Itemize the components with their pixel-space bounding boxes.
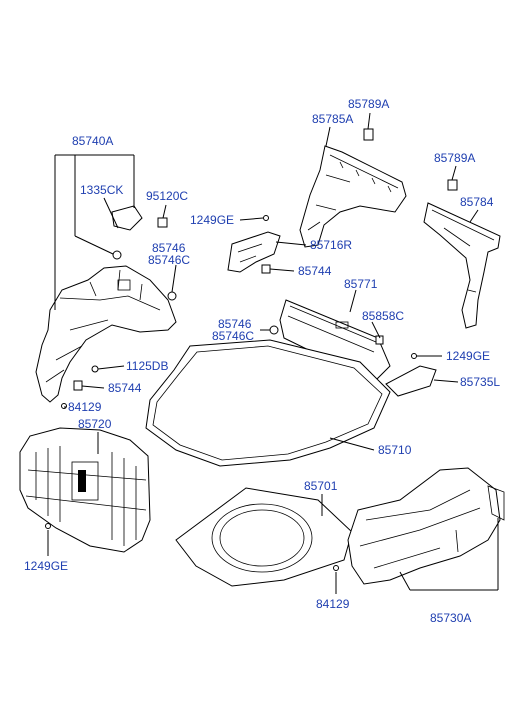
part-85720-panel — [19, 427, 151, 553]
part-84129-bottom-plug — [333, 565, 339, 571]
part-85744-mid-clip — [261, 264, 271, 274]
part-85746-clip-mid — [269, 325, 279, 335]
part-labels: 85789A 85785A 85789A 85784 85740A 1335CK… — [24, 97, 500, 625]
label-85744-mid: 85744 — [298, 264, 332, 278]
part-1335CK-bracket — [111, 205, 143, 231]
label-85789A-top: 85789A — [348, 97, 389, 111]
part-84129-left-plug — [61, 403, 67, 409]
part-85789A-clip-right — [447, 179, 458, 191]
label-85716R: 85716R — [310, 238, 352, 252]
label-1249GE-left: 1249GE — [24, 559, 68, 573]
label-85701: 85701 — [304, 479, 338, 493]
label-85746-b: 85746 — [218, 317, 252, 331]
part-85784-trim — [423, 202, 501, 329]
part-85716R-bracket — [227, 231, 281, 273]
label-84129-left: 84129 — [68, 400, 102, 414]
label-85730A: 85730A — [430, 611, 471, 625]
label-85746-a: 85746 — [152, 241, 186, 255]
label-85735L: 85735L — [460, 375, 500, 389]
part-85740A-quarter-trim — [35, 265, 177, 403]
label-95120C: 95120C — [146, 189, 188, 203]
label-85746C-b: 85746C — [212, 329, 254, 343]
label-1249GE-mid: 1249GE — [190, 213, 234, 227]
leader-lines — [47, 112, 499, 594]
label-85746C-a: 85746C — [148, 253, 190, 267]
label-85720: 85720 — [78, 417, 112, 431]
label-85771: 85771 — [344, 277, 378, 291]
part-85710-mat — [145, 339, 391, 467]
label-1249GE-right: 1249GE — [446, 349, 490, 363]
part-85789A-clip-top — [363, 128, 374, 141]
part-clip-1335CK — [112, 250, 122, 260]
label-85784: 85784 — [460, 195, 494, 209]
label-85858C: 85858C — [362, 309, 404, 323]
part-85744-left-clip — [73, 380, 83, 391]
part-clip-85746-left — [167, 291, 177, 301]
part-85785A-trim — [299, 145, 407, 248]
part-85730A-quarter-trim — [347, 467, 505, 585]
label-1335CK: 1335CK — [80, 183, 123, 197]
part-1125DB-screw — [91, 365, 99, 373]
label-85710: 85710 — [378, 443, 412, 457]
part-1249GE-left-bolt — [45, 523, 51, 529]
label-85789A-right: 85789A — [434, 151, 475, 165]
label-1125DB: 1125DB — [126, 359, 168, 373]
label-85740A: 85740A — [72, 134, 113, 148]
part-85701-cover — [175, 487, 353, 587]
label-84129-bottom: 84129 — [316, 597, 350, 611]
part-1249GE-mid-bolt — [263, 215, 269, 221]
part-85735L-pad — [385, 365, 437, 397]
label-85785A: 85785A — [312, 112, 353, 126]
part-1249GE-right-bolt — [411, 353, 417, 359]
label-85744-left: 85744 — [108, 381, 142, 395]
part-95120C — [157, 217, 168, 228]
